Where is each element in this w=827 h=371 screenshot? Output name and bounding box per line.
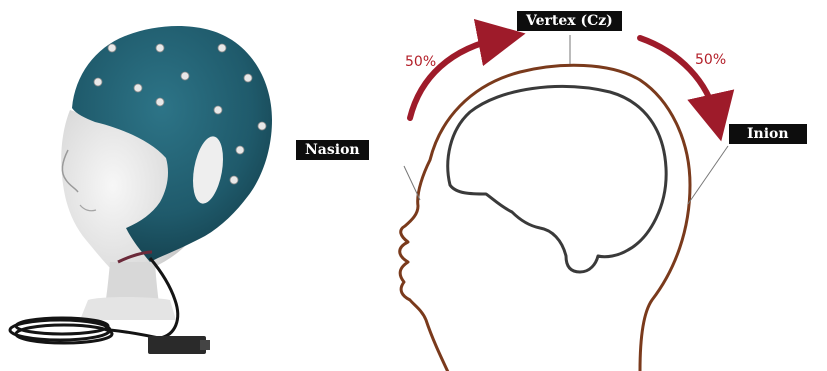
right-percentage: 50% [695, 52, 726, 68]
right-arrow [640, 38, 716, 118]
inion-pointer [688, 146, 728, 204]
brain-outline [448, 86, 666, 272]
head-outline [400, 65, 690, 371]
nasion-label: Nasion [296, 140, 369, 160]
left-arrow [410, 38, 502, 118]
vertex-label: Vertex (Cz) [517, 11, 622, 31]
inion-label: Inion [729, 124, 807, 144]
left-percentage: 50% [405, 54, 436, 70]
nasion-pointer [404, 166, 420, 200]
